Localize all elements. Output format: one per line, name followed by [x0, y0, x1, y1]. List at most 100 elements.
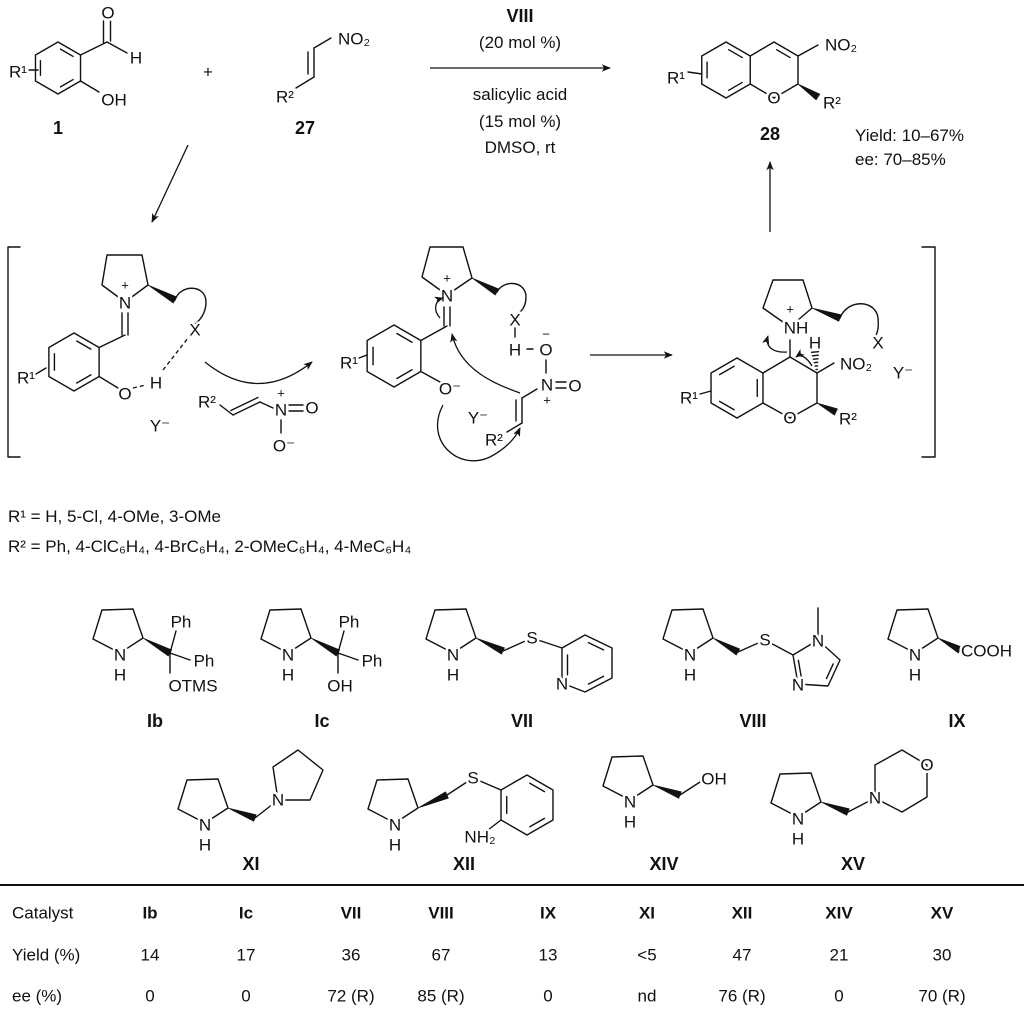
bond: [420, 370, 441, 383]
catalyst-label: Ib: [147, 711, 163, 731]
bond: [797, 44, 819, 57]
table-header-cell: XIV: [825, 904, 853, 923]
table-cell: 76 (R): [718, 987, 765, 1006]
table-cell: 36: [342, 946, 361, 965]
double-bond: [718, 400, 735, 411]
bond: [762, 402, 791, 419]
wedge-bond: [712, 637, 741, 656]
ring-bonds: [561, 634, 613, 693]
plus-sign: +: [201, 60, 216, 84]
bond: [79, 80, 100, 93]
counterion-label: Y⁻: [468, 409, 488, 428]
table-cell: 0: [241, 987, 250, 1006]
pyrrolidine-ring: [272, 749, 324, 801]
table-header-cell: Ic: [239, 904, 253, 923]
bond: [169, 630, 177, 654]
nitrogen-label: N: [114, 646, 126, 665]
table-cell: 13: [539, 946, 558, 965]
table-header-cell: XV: [931, 904, 954, 923]
substituent-bond: [687, 71, 703, 75]
table-header-label: Catalyst: [12, 904, 74, 923]
pyrrolidine-ring: [887, 608, 939, 654]
nitrogen-label: N: [282, 646, 294, 665]
table-cell: 85 (R): [417, 987, 464, 1006]
table-cell: <5: [637, 946, 656, 965]
double-bond: [529, 782, 546, 793]
curved-arrow: [437, 404, 521, 462]
hydrogen-label: H: [792, 830, 804, 849]
hydrogen-label: H: [389, 836, 401, 855]
solvent-label: DMSO, rt: [485, 138, 556, 157]
hydrogen-label: H: [684, 666, 696, 685]
pyrrolidine-ring: [770, 772, 822, 818]
x-label: X: [509, 311, 520, 330]
double-bond: [76, 340, 92, 350]
wedge-bond: [142, 637, 173, 657]
counterion-label: Y⁻: [893, 364, 913, 383]
ring-bonds: [792, 639, 841, 687]
bond: [487, 819, 502, 831]
hydrogen-label: H: [909, 666, 921, 685]
hydrogen-label: H: [150, 374, 162, 393]
hydrogen-bond: [132, 384, 147, 389]
nitrogen-label: N: [447, 646, 459, 665]
hydroxyl-label: OH: [701, 770, 727, 789]
nitrogen-label: N: [199, 816, 211, 835]
table-row-label: ee (%): [12, 987, 62, 1006]
nitro-label: NO₂: [825, 36, 857, 55]
charge-plus: +: [277, 386, 285, 401]
hydrogen-label: H: [199, 836, 211, 855]
r1-label: R¹: [9, 63, 27, 82]
table-cell: 17: [237, 946, 256, 965]
bond: [506, 422, 523, 433]
r1-label: R¹: [17, 369, 35, 388]
nitrogen-label: N: [909, 646, 921, 665]
hydrogen-label: H: [130, 49, 142, 68]
charge-plus: +: [786, 302, 794, 317]
table-header-cell: XII: [732, 904, 753, 923]
ring-bonds: [710, 357, 764, 419]
oxygen-label: O: [920, 756, 933, 775]
x-label: X: [872, 334, 883, 353]
double-bond: [396, 369, 413, 380]
wedge-bond: [937, 637, 963, 654]
hydrogen-label: H: [447, 666, 459, 685]
bond: [295, 76, 315, 89]
substituent-bond: [358, 354, 368, 359]
phenyl-label: Ph: [194, 652, 215, 671]
nitrogen-label: N: [275, 401, 287, 420]
double-bond: [797, 659, 802, 678]
pyrrolidine-ring: [367, 778, 419, 824]
substituent-bond: [699, 390, 712, 395]
bond: [313, 37, 332, 49]
bond: [773, 83, 799, 99]
charge-plus: +: [543, 393, 551, 408]
double-bond: [230, 396, 259, 412]
table-cell: 0: [543, 987, 552, 1006]
morpholine-ring: [874, 749, 928, 813]
ring-bonds: [701, 41, 751, 99]
double-bond: [775, 48, 791, 59]
table-cell: 14: [141, 946, 160, 965]
bond: [531, 637, 563, 649]
phenyl-label: Ph: [362, 652, 383, 671]
pyrrolidine-ring: [260, 608, 312, 654]
hydroxyl-label: OH: [327, 677, 353, 696]
nitrogen-label: N: [441, 287, 453, 306]
r2-label: R²: [839, 410, 857, 429]
bond: [219, 404, 234, 416]
curved-arrow: [434, 296, 444, 319]
table-header-cell: VII: [341, 904, 362, 923]
ring-bonds: [500, 774, 554, 836]
r2-label: R²: [485, 431, 503, 450]
bond: [847, 797, 876, 813]
table-cell: 21: [830, 946, 849, 965]
